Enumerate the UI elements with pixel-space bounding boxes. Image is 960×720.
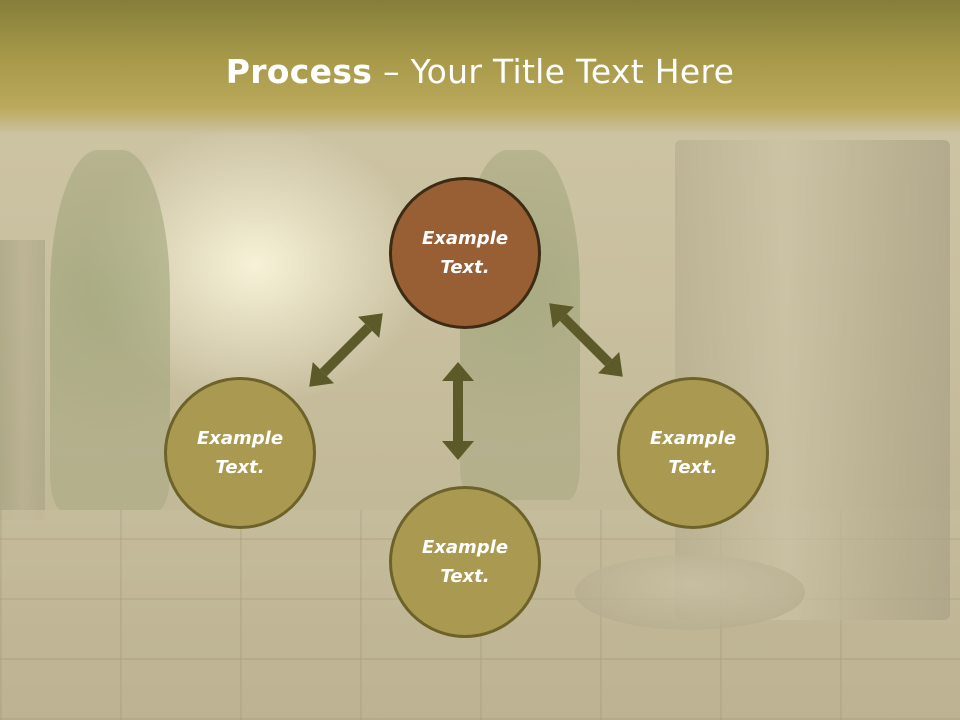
double-arrow-vertical [442, 362, 474, 460]
double-arrow-left [309, 313, 383, 387]
node-top-line1: Example [421, 228, 509, 249]
node-right-line2: Text. [668, 457, 718, 478]
node-top: Example Text. [389, 177, 541, 329]
title-rest: – Your Title Text Here [372, 52, 735, 91]
title-bold: Process [225, 52, 373, 91]
node-top-line2: Text. [440, 257, 490, 278]
node-left-line1: Example [196, 428, 284, 449]
background-pillar-left [0, 240, 45, 520]
background-vine-left [50, 150, 170, 510]
background-fountain [675, 140, 950, 620]
node-left-line2: Text. [215, 457, 265, 478]
double-arrow-right [549, 303, 623, 377]
node-bottom-line1: Example [421, 537, 509, 558]
node-bottom-line2: Text. [440, 566, 490, 587]
background-basin [575, 555, 805, 630]
title-band [0, 0, 960, 135]
node-right: Example Text. [617, 377, 769, 529]
node-right-line1: Example [649, 428, 737, 449]
slide-title: Process – Your Title Text Here [0, 52, 960, 91]
node-left: Example Text. [164, 377, 316, 529]
node-bottom: Example Text. [389, 486, 541, 638]
